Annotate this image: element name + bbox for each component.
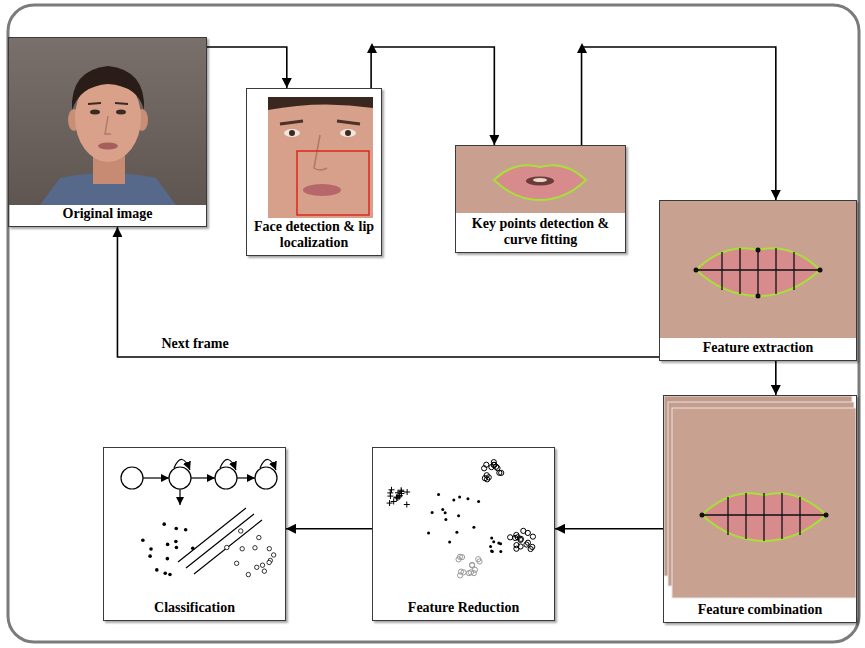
outer-frame: [8, 5, 859, 642]
node-caption: Original image: [9, 206, 206, 222]
lip-curve-image: [456, 146, 625, 213]
flow-arrow: [117, 227, 659, 357]
process-box: Key points detection & curve fitting: [455, 145, 626, 253]
svm-points: [141, 522, 276, 576]
node-caption: Feature combination: [664, 602, 856, 618]
hmm-svm-image: [121, 459, 277, 574]
process-box: Original image: [8, 37, 207, 227]
process-box: Classification: [103, 447, 286, 621]
stacked-frames-image: [664, 396, 856, 598]
node-caption: Face detection & lip localization: [247, 219, 381, 251]
node-caption: Feature Reduction: [373, 600, 554, 616]
process-box: Face detection & lip localization: [246, 88, 382, 256]
face-photo: [9, 38, 206, 205]
lip-grid-image: [660, 201, 856, 338]
flow-arrow: [286, 528, 372, 530]
scatter-plot: [387, 460, 536, 578]
edge-label: Next frame: [159, 336, 230, 352]
node-caption: Key points detection & curve fitting: [456, 216, 625, 248]
flow-arrow: [582, 47, 776, 200]
node-caption: Classification: [104, 600, 285, 616]
face-crop: [268, 97, 373, 218]
flow-arrow: [207, 47, 287, 88]
process-box: Feature Reduction: [372, 447, 555, 621]
node-caption: Feature extraction: [660, 340, 856, 356]
process-box: Feature extraction: [659, 200, 857, 361]
flow-arrow: [555, 528, 663, 530]
bus-arrowhead: [367, 43, 377, 53]
flow-arrow: [775, 361, 777, 395]
flow-arrow: [371, 47, 494, 145]
process-box: Feature combination: [663, 395, 857, 623]
